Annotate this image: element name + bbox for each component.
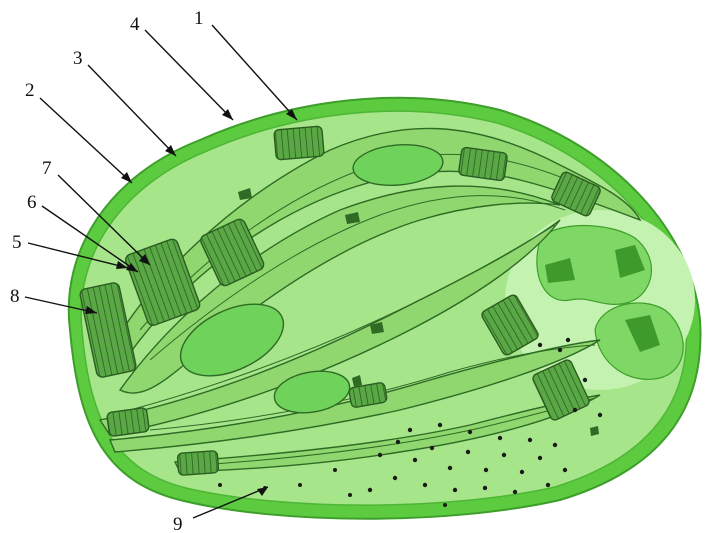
label-9: 9 bbox=[173, 514, 183, 533]
leader-2 bbox=[40, 98, 132, 183]
leader-3 bbox=[88, 65, 176, 156]
label-7: 7 bbox=[42, 158, 52, 179]
label-2: 2 bbox=[25, 80, 35, 101]
label-4: 4 bbox=[130, 14, 140, 35]
granum-bottom-1 bbox=[107, 407, 150, 436]
granum-bottom-2 bbox=[177, 451, 218, 476]
leader-4 bbox=[145, 30, 233, 120]
label-3: 3 bbox=[73, 48, 83, 69]
granum-top-2 bbox=[458, 147, 507, 181]
leader-1 bbox=[212, 25, 297, 120]
label-8: 8 bbox=[10, 286, 20, 307]
granum-top-1 bbox=[274, 126, 324, 160]
label-6: 6 bbox=[27, 192, 37, 213]
label-1: 1 bbox=[194, 8, 204, 29]
label-5: 5 bbox=[12, 232, 22, 253]
